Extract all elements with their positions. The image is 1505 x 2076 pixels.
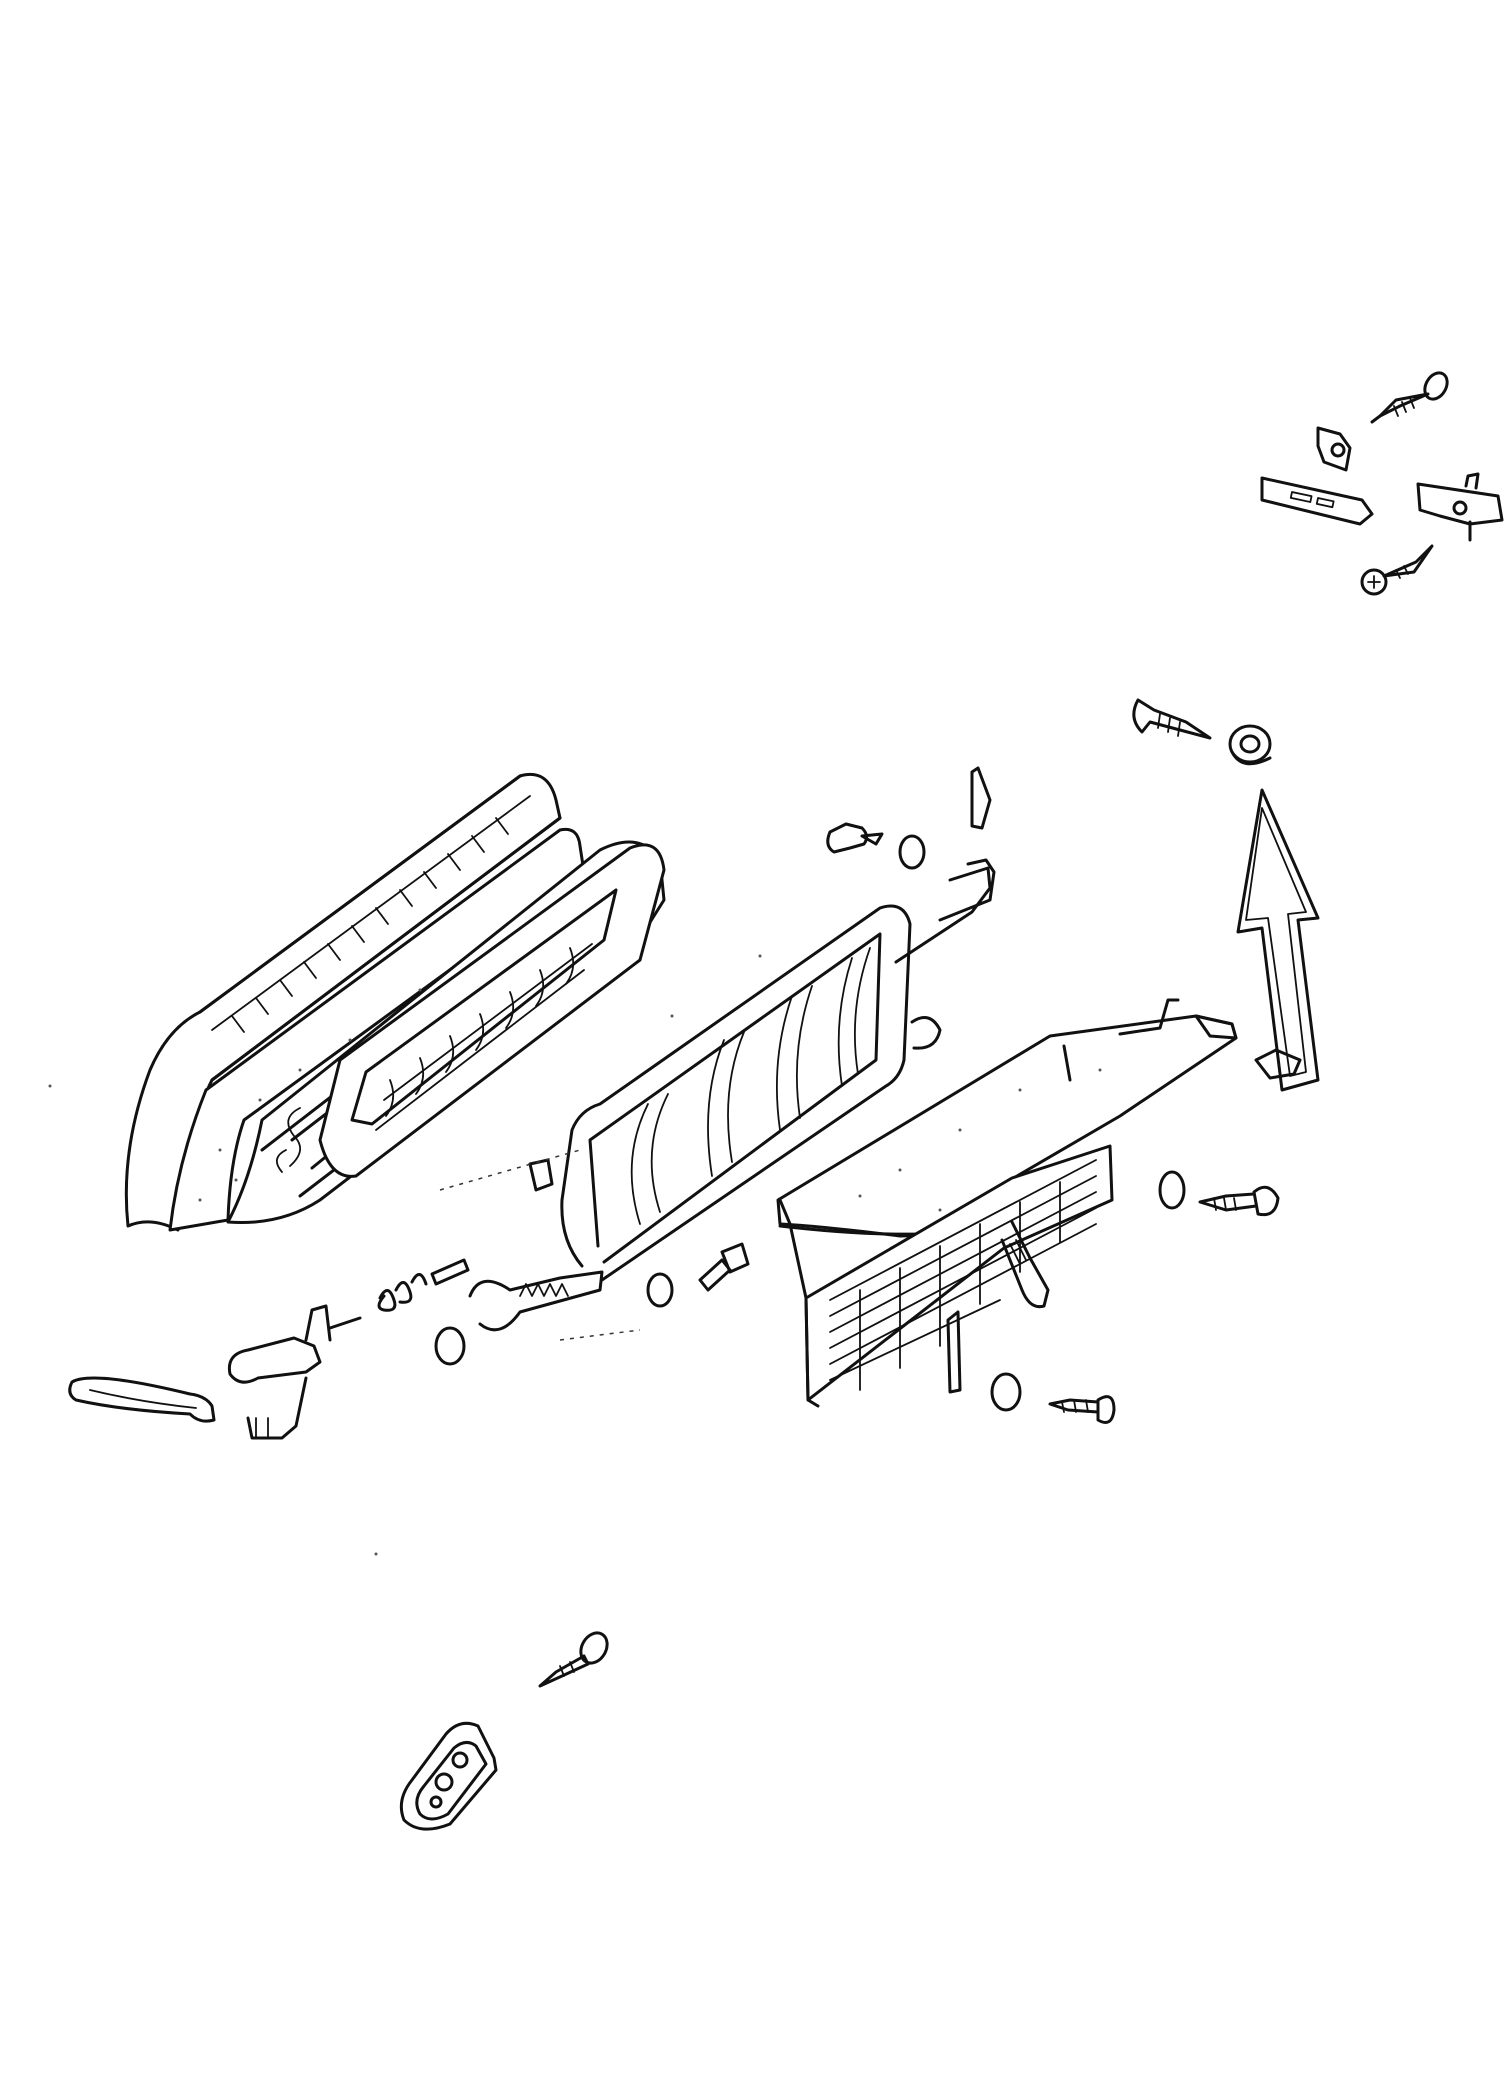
pin bbox=[970, 766, 992, 830]
upper-hinge-bracket-set bbox=[1260, 371, 1504, 596]
slotted-plate bbox=[1260, 476, 1374, 526]
spacer-ring bbox=[1228, 724, 1272, 766]
washer-2 bbox=[646, 1272, 674, 1308]
spacer-and-screw bbox=[1132, 698, 1272, 766]
screw-spacer bbox=[1132, 698, 1212, 740]
washer-3 bbox=[434, 1326, 466, 1366]
lower-cover-and-screw bbox=[399, 1631, 609, 1831]
washer-4 bbox=[1158, 1170, 1186, 1210]
side-screw-1 bbox=[1254, 1048, 1302, 1080]
print-specks bbox=[48, 954, 762, 1556]
side-screw-2 bbox=[1198, 1185, 1280, 1217]
latch-rod-assembly bbox=[68, 1258, 470, 1440]
hook-plate bbox=[1416, 472, 1504, 542]
lower-screw bbox=[538, 1631, 609, 1688]
lower-cover bbox=[399, 1721, 498, 1831]
top-bolt bbox=[826, 822, 884, 854]
rod bbox=[938, 858, 996, 922]
screw-top bbox=[1370, 371, 1449, 424]
washer-5 bbox=[990, 1372, 1022, 1412]
stud-bolt bbox=[698, 1242, 750, 1292]
screw-bottom bbox=[1360, 544, 1434, 596]
washer-1 bbox=[898, 834, 926, 870]
trim-panel bbox=[776, 998, 1238, 1408]
side-screw-3 bbox=[1048, 1395, 1116, 1424]
clip-bracket bbox=[1316, 426, 1352, 472]
callout-arrow bbox=[1236, 788, 1320, 1092]
fastener-set bbox=[434, 766, 996, 1366]
backrest-frame bbox=[439, 866, 992, 1341]
cushion-spring-frame bbox=[226, 840, 666, 1224]
rear-seat-cushion bbox=[124, 773, 586, 1232]
side-fasteners bbox=[990, 1048, 1302, 1424]
